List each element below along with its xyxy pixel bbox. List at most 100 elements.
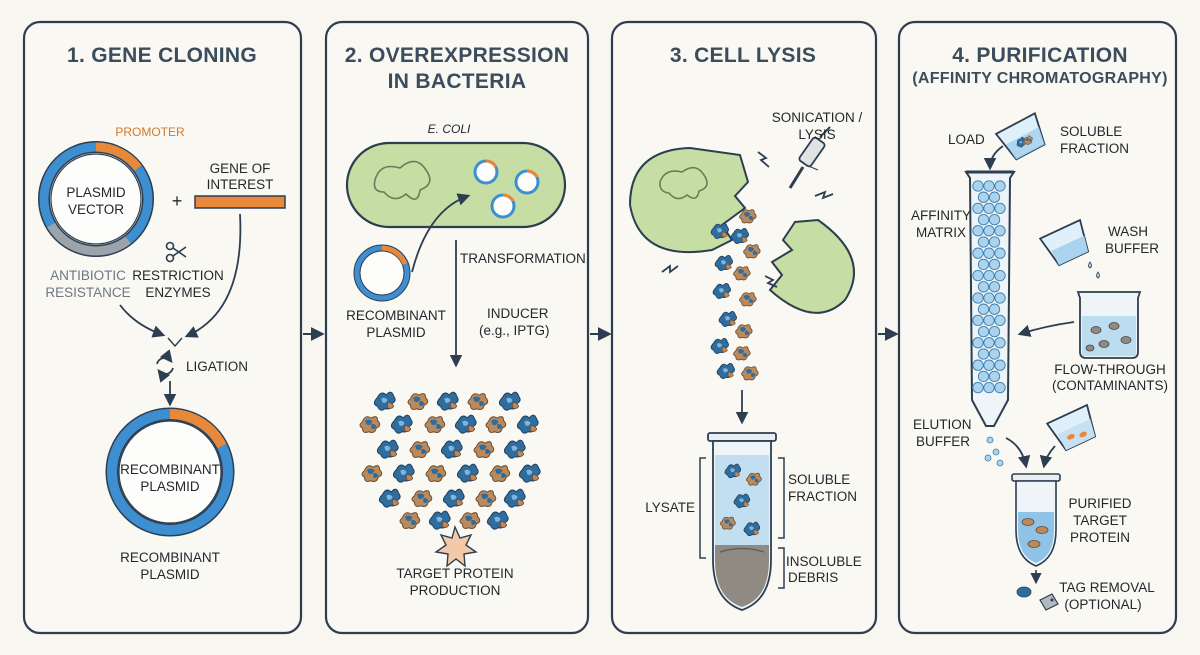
eluate-drops xyxy=(984,436,1004,467)
plasmid-vector xyxy=(38,141,154,257)
matrix-label-1: AFFINITY xyxy=(911,208,971,223)
inducer-label-2: (e.g., IPTG) xyxy=(479,323,550,338)
load-soluble-label-2: FRACTION xyxy=(1060,141,1129,156)
recombinant-caption-1: RECOMBINANT xyxy=(120,550,220,565)
panel-gene-cloning xyxy=(22,20,303,635)
tag-label-1: TAG REMOVAL xyxy=(1059,580,1155,595)
affinity-bead xyxy=(988,281,1001,293)
production-label-1: TARGET PROTEIN xyxy=(396,566,513,581)
affinity-bead xyxy=(988,191,1001,203)
affinity-bead xyxy=(972,225,984,237)
flow-through-beaker-icon xyxy=(1076,291,1142,359)
insoluble-label-2: DEBRIS xyxy=(788,570,838,585)
affinity-bead xyxy=(988,303,1001,315)
production-label-2: PRODUCTION xyxy=(410,583,501,598)
lightning-icon-4 xyxy=(764,275,778,288)
affinity-bead xyxy=(972,314,984,327)
affinity-bead xyxy=(972,381,984,394)
restriction-label-1: RESTRICTION xyxy=(132,268,224,283)
purified-protein-tube xyxy=(1011,473,1061,567)
production-star-icon xyxy=(434,524,478,568)
affinity-bead xyxy=(972,269,984,282)
flow-label-1: FLOW-THROUGH xyxy=(1054,362,1166,377)
affinity-bead xyxy=(988,348,1001,360)
elution-beaker-icon xyxy=(1045,403,1097,452)
affinity-bead xyxy=(977,303,990,315)
sonicator-probe-icon xyxy=(788,126,831,189)
affinity-bead xyxy=(983,292,995,304)
insoluble-label-1: INSOLUBLE xyxy=(786,554,862,569)
purified-label-1: PURIFIED xyxy=(1068,496,1131,511)
plasmid-in-cell-3 xyxy=(490,193,516,219)
affinity-bead xyxy=(994,269,1006,282)
panel2-title-line2: IN BACTERIA xyxy=(388,70,527,93)
affinity-bead xyxy=(977,281,990,293)
affinity-bead xyxy=(994,180,1006,192)
arrow-eluate-to-tube xyxy=(1005,437,1031,469)
load-soluble-label-1: SOLUBLE xyxy=(1060,124,1122,139)
promoter-label: PROMOTER xyxy=(115,125,185,139)
affinity-bead xyxy=(988,370,1001,383)
sonication-label-1: SONICATION / xyxy=(772,110,863,125)
nucleoid-left xyxy=(659,166,708,200)
arrow-transformation xyxy=(411,193,471,273)
tag-label-2: (OPTIONAL) xyxy=(1064,597,1141,612)
affinity-bead xyxy=(983,359,995,371)
purified-label-2: TARGET xyxy=(1073,513,1127,528)
affinity-bead xyxy=(972,180,984,192)
affinity-bead xyxy=(977,213,990,226)
affinity-bead xyxy=(983,269,995,282)
affinity-bead xyxy=(983,247,995,259)
affinity-bead xyxy=(994,359,1006,371)
lightning-icon-3 xyxy=(661,264,679,274)
plasmid-vector-label-2: VECTOR xyxy=(68,202,124,217)
recombinant-label-1: RECOMBINANT xyxy=(346,308,446,323)
panel4-title: 4. PURIFICATION xyxy=(952,44,1128,67)
affinity-bead xyxy=(983,202,995,215)
affinity-bead xyxy=(983,225,995,237)
affinity-bead xyxy=(977,325,990,338)
recombinant-caption-2: PLASMID xyxy=(140,567,200,582)
recombinant-plasmid-ring xyxy=(105,407,235,537)
wash-drops xyxy=(1088,261,1100,279)
panel4-subtitle: (AFFINITY CHROMATOGRAPHY) xyxy=(912,70,1168,87)
load-label: LOAD xyxy=(948,132,985,147)
affinity-bead xyxy=(994,292,1006,304)
purified-label-3: PROTEIN xyxy=(1070,530,1130,545)
affinity-bead xyxy=(972,292,984,304)
plasmid-vector-label-1: PLASMID xyxy=(66,185,126,200)
panel2-title-line1: 2. OVEREXPRESSION xyxy=(345,44,570,67)
ligation-label: LIGATION xyxy=(186,359,248,374)
plasmid-in-cell-1 xyxy=(473,159,499,185)
scissors-icon xyxy=(165,241,187,263)
soluble-label-2: FRACTION xyxy=(788,489,857,504)
affinity-bead xyxy=(977,370,990,383)
wash-label-2: BUFFER xyxy=(1105,241,1159,256)
affinity-bead xyxy=(983,314,995,327)
inducer-label-1: INDUCER xyxy=(487,306,549,321)
recombinant-label-2: PLASMID xyxy=(366,325,426,340)
affinity-bead xyxy=(994,202,1006,215)
plus-sign: + xyxy=(172,191,183,211)
affinity-bead xyxy=(994,225,1006,237)
wash-beaker-icon xyxy=(1038,218,1090,267)
affinity-bead xyxy=(977,191,990,203)
gene-label-2: INTEREST xyxy=(207,177,274,192)
elution-label-1: ELUTION xyxy=(913,417,972,432)
ecoli-label: E. COLI xyxy=(428,122,471,136)
arrow-vector-to-ligation xyxy=(119,304,166,338)
restriction-label-2: ENZYMES xyxy=(145,285,210,300)
arrow-elution-to-tube xyxy=(1039,445,1056,469)
arrow-flow-through xyxy=(1017,321,1075,337)
arrow-gene-to-ligation xyxy=(184,213,242,338)
affinity-bead xyxy=(988,258,1001,271)
flow-label-2: (CONTAMINANTS) xyxy=(1052,378,1168,393)
lysed-cell-fragment-left xyxy=(628,146,750,254)
wash-label-1: WASH xyxy=(1108,224,1148,239)
affinity-bead xyxy=(972,359,984,371)
ligation-cycle-icon xyxy=(156,349,174,383)
recombinant-plasmid-small xyxy=(353,244,411,302)
matrix-label-2: MATRIX xyxy=(916,225,966,240)
panel1-title: 1. GENE CLONING xyxy=(67,44,257,67)
affinity-bead xyxy=(977,348,990,360)
